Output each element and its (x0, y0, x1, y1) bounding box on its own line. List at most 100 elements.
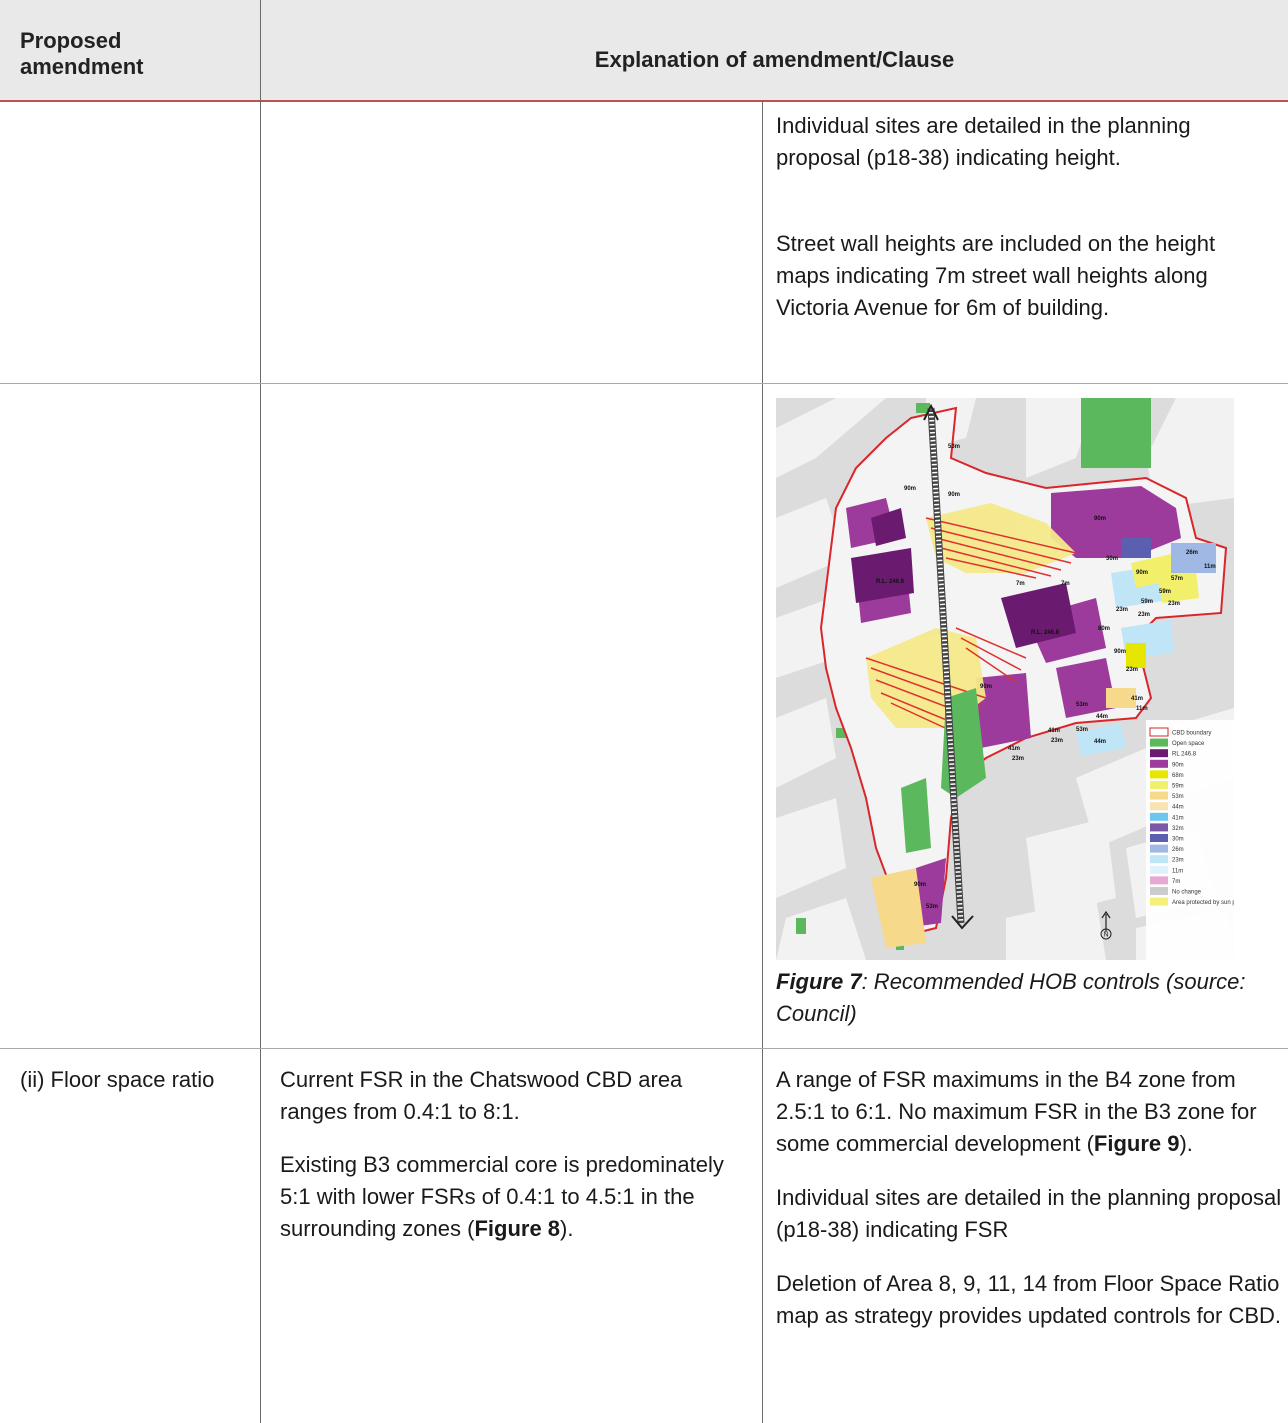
row3-deletion-text: Deletion of Area 8, 9, 11, 14 from Floor… (776, 1271, 1282, 1328)
legend-swatch (1150, 802, 1168, 811)
row3-existing-b3-text: Existing B3 commercial core is predomina… (280, 1152, 724, 1241)
figure-8-ref: Figure 8 (474, 1216, 561, 1241)
railway-line (923, 403, 974, 930)
map-label: 23m (1116, 607, 1128, 613)
map-label: 23m (1012, 756, 1024, 762)
map-label: 41m (1008, 746, 1020, 752)
legend-label: CBD boundary (1172, 731, 1211, 737)
north-arrow-icon: N (1100, 910, 1112, 940)
map-label: 7m (1061, 581, 1070, 587)
legend-swatch (1150, 759, 1168, 768)
map-label: 23m (1168, 601, 1180, 607)
figure-7-caption: Figure 7: Recommended HOB controls (sour… (776, 966, 1276, 1030)
legend-swatch (1150, 897, 1168, 906)
legend-label: 7m (1172, 879, 1180, 885)
hob-controls-map: 53m 90m 90m 90m 30m 26m 11m 90m 57m 59m 59m 23m 23m 2… (776, 398, 1234, 960)
row-divider-1 (0, 383, 1288, 384)
map-label: 90m (914, 882, 926, 888)
legend-label: 44m (1172, 805, 1184, 811)
map-label: 11m (1136, 706, 1148, 712)
zone-rl-246-8 (851, 508, 1076, 648)
map-label: 53m (926, 904, 938, 910)
figure-7-label: Figure 7 (776, 969, 862, 994)
map-label: R.L. 246.8 (1031, 630, 1060, 636)
map-label: 11m (1204, 564, 1216, 570)
map-label: 90m (948, 492, 960, 498)
svg-text:N: N (1104, 932, 1109, 939)
map-label: 59m (1159, 589, 1171, 595)
legend-label: 30m (1172, 837, 1184, 843)
row1-street-wall-text: Street wall heights are included on the … (776, 231, 1216, 320)
legend-label: No change (1172, 890, 1202, 896)
figure-7-caption-text: : Recommended HOB controls (source: Coun… (776, 969, 1246, 1026)
map-label: 41m (1131, 696, 1143, 702)
map-label: 44m (1094, 739, 1106, 745)
row-divider-2 (0, 1048, 1288, 1049)
legend-label: 53m (1172, 794, 1184, 800)
map-label: 41m (1048, 728, 1060, 734)
legend-swatch (1150, 749, 1168, 758)
legend-label: 32m (1172, 826, 1184, 832)
legend-swatch (1150, 876, 1168, 885)
map-label: 23m (1126, 667, 1138, 673)
legend-swatch (1150, 823, 1168, 832)
legend-label: 26m (1172, 847, 1184, 853)
map-label: 90m (904, 486, 916, 492)
legend-swatch (1149, 727, 1169, 737)
header-proposed-amendment: Proposed amendment (20, 28, 144, 79)
table-header: Proposed amendment Explanation of amendm… (0, 0, 1288, 102)
legend-label: 23m (1172, 858, 1184, 864)
legend-swatch (1150, 770, 1168, 779)
map-label: 26m (1186, 550, 1198, 556)
map-label: 90m (980, 684, 992, 690)
row3-individual-sites-text: Individual sites are detailed in the pla… (776, 1185, 1282, 1242)
legend-swatch (1150, 865, 1168, 874)
legend-label: 41m (1172, 815, 1184, 821)
map-label: 57m (1171, 576, 1183, 582)
legend-swatch (1150, 855, 1168, 864)
legend-swatch (1150, 781, 1168, 789)
open-space-area (1081, 398, 1151, 468)
map-label: 30m (1106, 556, 1118, 562)
header-explanation: Explanation of amendment/Clause (594, 47, 955, 72)
map-label: 90m (1136, 570, 1148, 576)
legend-swatch (1150, 791, 1168, 800)
map-label: 23m (1138, 612, 1150, 618)
map-labels: 53m 90m 90m 90m 30m 26m 11m 90m 57m 59m 59m 23m 23m 2… (876, 444, 1216, 910)
legend-swatch (1150, 738, 1168, 747)
map-label: 90m (1114, 649, 1126, 655)
legend-swatch (1150, 844, 1168, 853)
legend-label: Open space (1172, 741, 1205, 747)
zone-53m-south (871, 868, 926, 948)
legend-label: 11m (1172, 868, 1183, 874)
row3-fsr-range-text: A range of FSR maximums in the B4 zone f… (776, 1067, 1257, 1156)
zone-30m (1121, 538, 1151, 558)
map-label: 23m (1051, 738, 1063, 744)
map-label: 44m (1096, 714, 1108, 720)
map-label: 53m (1076, 727, 1088, 733)
map-label: R.L. 246.8 (876, 579, 905, 585)
zone-26m (1171, 543, 1216, 573)
zone-59m (1131, 553, 1199, 603)
map-label: 53m (948, 444, 960, 450)
legend-label: 68m (1172, 773, 1184, 779)
legend-label: RL 246.8 (1172, 752, 1197, 758)
column-divider-1 (260, 0, 261, 1423)
row3-current-fsr-text: Current FSR in the Chatswood CBD area ra… (280, 1067, 683, 1124)
map-label: 90m (1094, 516, 1106, 522)
legend-label: 90m (1172, 762, 1184, 768)
map-label: 59m (1141, 599, 1153, 605)
legend-label: 59m (1172, 784, 1184, 790)
legend-swatch (1150, 834, 1168, 842)
legend-label: Area protected by sun protection (approx… (1172, 900, 1234, 906)
column-divider-2 (762, 101, 763, 1423)
row1-height-sites-text: Individual sites are detailed in the pla… (776, 113, 1191, 170)
row3-proposed-amendment: (ii) Floor space ratio (20, 1067, 215, 1092)
map-label: 53m (1076, 702, 1088, 708)
map-label: 80m (1098, 626, 1110, 632)
map-label: 7m (1016, 581, 1025, 587)
legend-swatch (1150, 812, 1168, 821)
figure-9-ref: Figure 9 (1093, 1131, 1180, 1156)
legend-swatch (1150, 887, 1168, 895)
